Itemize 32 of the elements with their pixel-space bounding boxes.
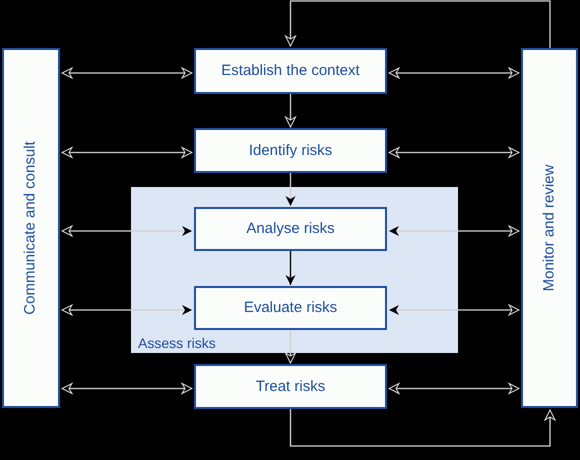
side-panel: [2, 48, 60, 408]
step-label: Establish the context: [221, 62, 360, 80]
process-box: [194, 207, 387, 251]
step-label: Analyse risks: [246, 220, 335, 238]
arrow: [290, 409, 556, 447]
step-label: Evaluate risks: [244, 299, 338, 317]
group-label: Assess risks: [138, 334, 216, 352]
arrow: [285, 330, 296, 364]
process-box: [194, 364, 387, 409]
arrow: [388, 383, 520, 394]
panel-title: Communicate and consult: [22, 141, 40, 315]
arrow: [389, 226, 520, 236]
step-label: Treat risks: [256, 378, 326, 396]
arrow: [62, 147, 192, 158]
arrow: [388, 68, 520, 78]
arrow: [286, 173, 296, 206]
arrow: [62, 68, 192, 78]
group-band: [131, 187, 458, 353]
process-box: [194, 48, 387, 94]
arrow: [285, 94, 296, 128]
arrow: [285, 0, 551, 48]
arrow: [388, 147, 520, 158]
arrow: [62, 383, 192, 394]
panel-title: Monitor and review: [540, 164, 558, 292]
arrow: [62, 226, 192, 236]
arrow: [286, 251, 296, 285]
arrow: [389, 304, 520, 316]
process-box: [194, 286, 387, 330]
side-panel: [521, 48, 578, 408]
arrow: [62, 304, 192, 316]
step-label: Identify risks: [248, 142, 332, 160]
process-box: [194, 128, 387, 173]
